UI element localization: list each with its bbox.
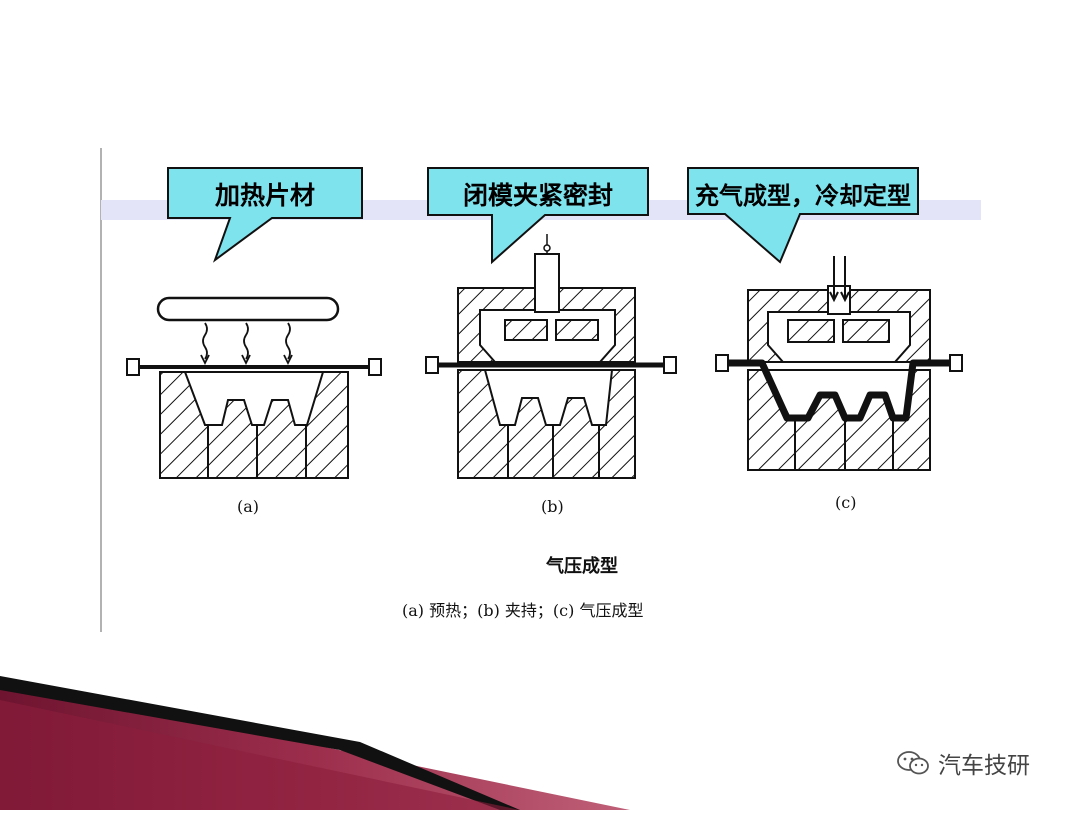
clamp-right (949, 354, 963, 372)
wechat-icon (897, 751, 929, 775)
callout-heat-sheet: 加热片材 (214, 181, 315, 210)
figure-title: 气压成型 (546, 556, 618, 577)
callout-inflate-cool: 充气成型，冷却定型 (695, 182, 911, 210)
plug-left (504, 319, 548, 341)
air-inlet (534, 253, 560, 313)
clamp-right (663, 356, 677, 374)
lower-cavity (483, 369, 614, 426)
panel-label-b: (b) (541, 497, 564, 516)
callout-box-clamp (427, 167, 649, 265)
panel-a-preheat (126, 296, 382, 479)
formed-sheet (728, 359, 950, 422)
panel-label-c: (c) (835, 493, 857, 512)
mold-vents (207, 425, 307, 478)
heat-rays (200, 322, 293, 366)
callout-box-form (687, 167, 919, 264)
inlet-valve (543, 244, 551, 252)
heater-plate (156, 296, 340, 322)
watermark: 汽车技研 (896, 748, 1030, 779)
clamp-left (126, 358, 140, 376)
callout-close-clamp: 闭模夹紧密封 (462, 181, 613, 210)
clamp-left (425, 356, 439, 374)
plug-right (842, 319, 890, 343)
lower-vents (794, 420, 894, 470)
lower-vents (507, 425, 600, 478)
panel-c-form (715, 256, 963, 471)
plug-right (555, 319, 599, 341)
watermark-text: 汽车技研 (938, 753, 1030, 779)
airflow-arrows (829, 256, 850, 303)
air-inlet (827, 285, 851, 315)
figure-caption: (a) 预热；(b) 夹持；(c) 气压成型 (402, 601, 644, 620)
panel-label-a: (a) (237, 497, 260, 516)
plug-left (787, 319, 835, 343)
mold-cavity (183, 371, 325, 426)
decorative-wedge (0, 676, 630, 810)
clamp-right (368, 358, 382, 376)
panel-b-clamp (425, 234, 677, 479)
clamp-left (715, 354, 729, 372)
callout-box-heat (167, 167, 363, 263)
